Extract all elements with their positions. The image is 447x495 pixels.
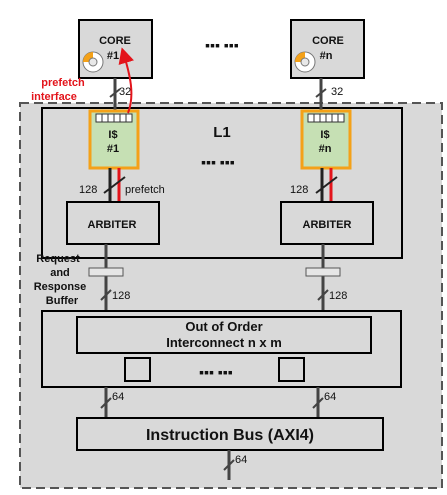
interconnect-ellipsis: ▪▪▪ ▪▪▪	[199, 364, 233, 380]
instruction-bus-out-slash	[223, 459, 235, 471]
l1-title: L1	[213, 124, 231, 141]
prefetch-arrow	[118, 47, 134, 114]
buffer-1	[88, 267, 124, 277]
arbiter-n-label: ARBITER	[303, 219, 352, 231]
core-ellipsis: ▪▪▪ ▪▪▪	[205, 37, 239, 53]
axi-bus-1-width: 64	[112, 391, 124, 403]
prefetch-interface-label-1: prefetch	[41, 77, 85, 89]
buffer-n-width: 128	[329, 290, 347, 302]
buffer-label-4: Buffer	[46, 295, 79, 307]
interconnect-title-1: Out of Order	[185, 319, 262, 334]
cache-1-prefetch-label: prefetch	[125, 184, 165, 196]
core-n-bus-width: 32	[331, 86, 343, 98]
cache-n-bus-slash	[315, 176, 338, 194]
icache-n: I$ #n	[300, 109, 352, 170]
axi-bus-1-slash	[100, 397, 112, 409]
core-n-bus-slash	[315, 88, 327, 98]
core-n-label: CORE	[312, 35, 344, 47]
interconnect-port-1	[124, 357, 151, 382]
buffer-n	[305, 267, 341, 277]
core-1-id: #1	[107, 50, 119, 62]
instruction-bus-box	[76, 417, 384, 451]
interconnect-port-m	[278, 357, 305, 382]
axi-bus-m-width: 64	[324, 391, 336, 403]
icache-1: I$ #1	[88, 109, 140, 170]
prefetch-interface-label-2: interface	[31, 91, 77, 103]
instruction-bus-label: Instruction Bus (AXI4)	[146, 427, 314, 444]
buffer-label-3: Response	[34, 281, 87, 293]
core-n-cache-icon	[294, 51, 316, 73]
core-1-cache-icon	[82, 51, 104, 73]
cache-1-bus-width: 128	[79, 184, 97, 196]
icache-1-id: #1	[107, 143, 119, 155]
core-1-label: CORE	[99, 35, 131, 47]
cache-n-bus-width: 128	[290, 184, 308, 196]
arbiter-1-label: ARBITER	[88, 219, 137, 231]
l1-ellipsis: ▪▪▪ ▪▪▪	[201, 154, 235, 170]
cache-1-bus-slash	[103, 176, 126, 194]
axi-bus-m-slash	[312, 397, 324, 409]
arbiter-n	[280, 201, 374, 245]
buffer-1-width: 128	[112, 290, 130, 302]
buffer-n-slash	[317, 289, 329, 301]
core-1: CORE #1	[78, 19, 153, 79]
buffer-label-2: and	[50, 267, 70, 279]
core-1-bus-slash	[109, 88, 121, 98]
core-n-id: #n	[320, 50, 333, 62]
buffer-label-1: Request	[36, 253, 80, 265]
core-1-bus-width: 32	[119, 86, 131, 98]
core-n: CORE #n	[290, 19, 365, 79]
arbiter-1	[66, 201, 160, 245]
interconnect-title-box	[76, 316, 372, 354]
icache-1-label: I$	[108, 129, 117, 141]
icache-n-id: #n	[319, 143, 332, 155]
instruction-bus-out-width: 64	[235, 454, 247, 466]
interconnect-title-2: Interconnect n x m	[166, 335, 282, 350]
buffer-1-slash	[100, 289, 112, 301]
icache-n-label: I$	[320, 129, 329, 141]
